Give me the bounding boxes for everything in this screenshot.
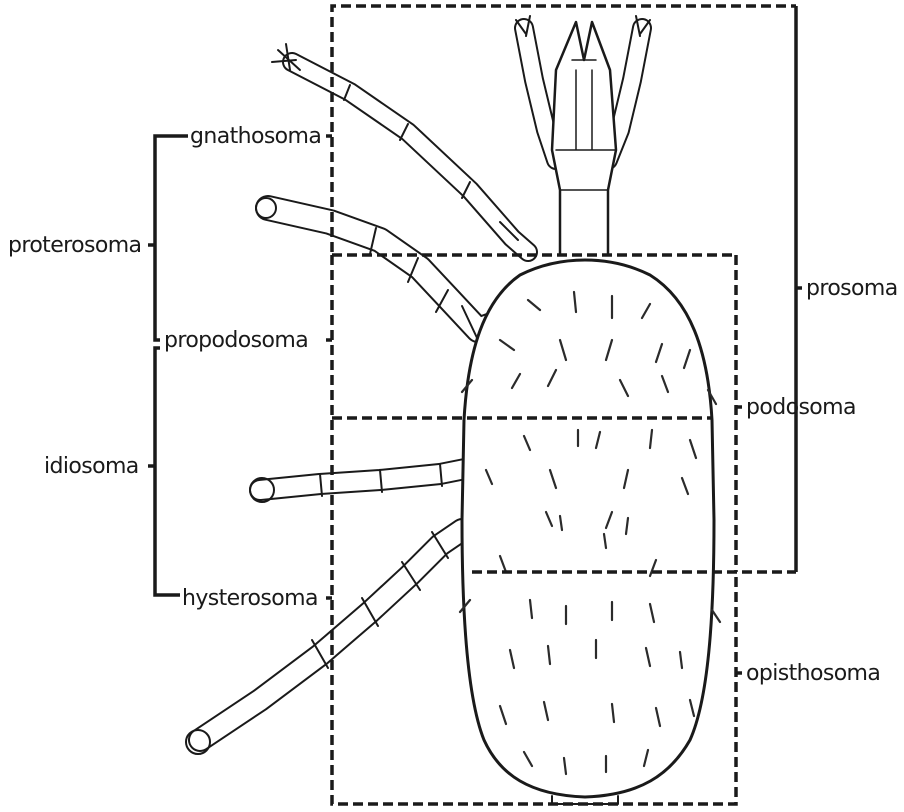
proterosoma-bracket: [155, 136, 188, 340]
label-prosoma: prosoma: [806, 276, 898, 301]
idiosoma-body: [462, 260, 714, 804]
label-propodosoma: propodosoma: [164, 328, 308, 353]
label-opisthosoma: opisthosoma: [746, 661, 880, 686]
label-hysterosoma: hysterosoma: [182, 586, 318, 611]
label-proterosoma: proterosoma: [8, 233, 141, 258]
gnathosoma-illustration: [552, 22, 616, 255]
labels: gnathosoma proterosoma propodosoma idios…: [8, 124, 898, 686]
leg-3: [250, 464, 470, 502]
leg-4: [186, 530, 462, 754]
leg-2: [256, 198, 500, 340]
label-idiosoma: idiosoma: [44, 454, 139, 479]
label-podosoma: podosoma: [746, 395, 856, 420]
idiosoma-bracket: [155, 348, 180, 595]
label-gnathosoma: gnathosoma: [190, 124, 321, 149]
